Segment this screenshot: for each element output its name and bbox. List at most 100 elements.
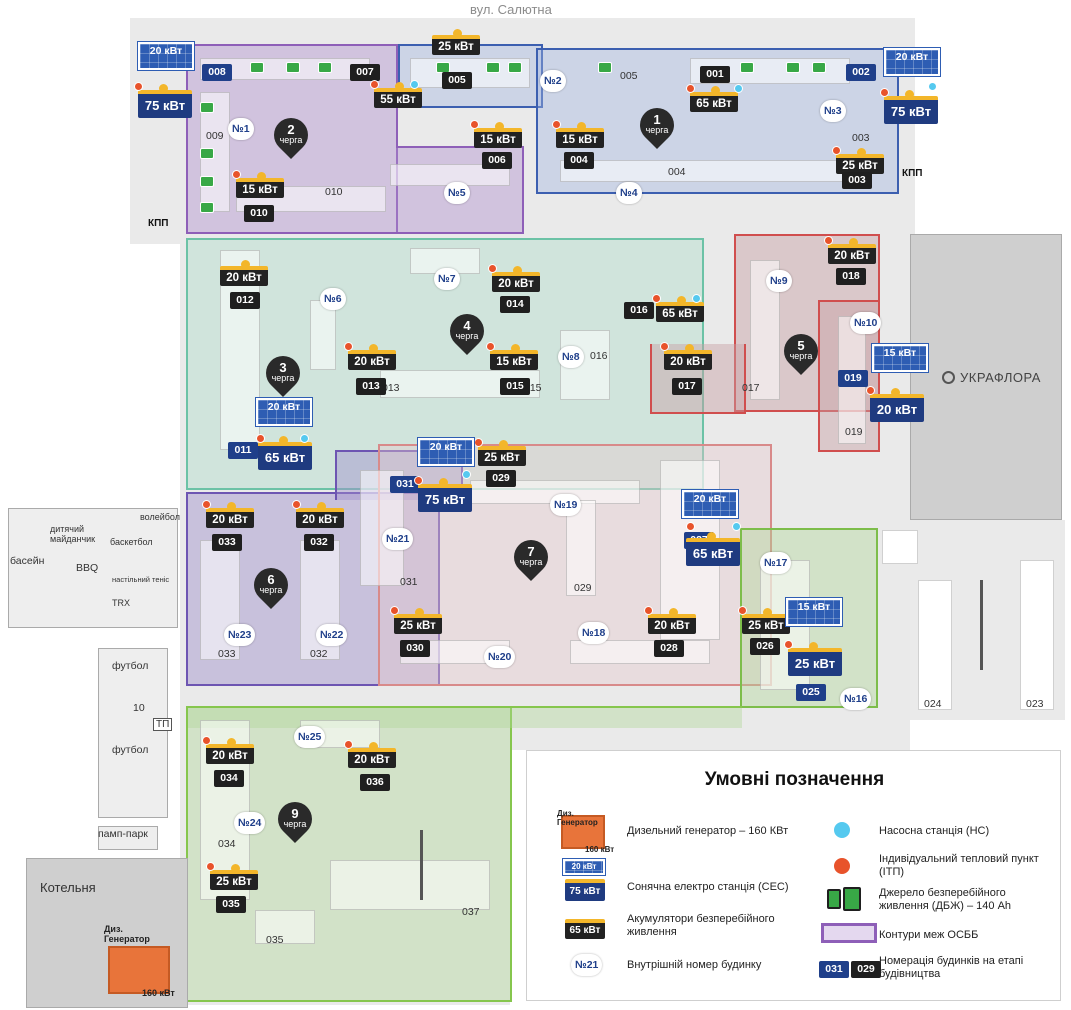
building-label: 003 (852, 132, 870, 144)
building-number-032: 032 (304, 534, 334, 551)
boiler-house-label: Котельня (40, 880, 96, 895)
ups-icon (200, 102, 214, 113)
itp-marker (256, 434, 265, 443)
building-number-018: 018 (836, 268, 866, 285)
diesel-generator-icon (561, 815, 605, 849)
building-number-014: 014 (500, 296, 530, 313)
house-label-9: №9 (766, 270, 792, 292)
itp-marker (370, 80, 379, 89)
solar-battery-icon: 75 кВт (565, 879, 605, 901)
house-label-21: №21 (382, 528, 414, 550)
building-number-031: 031 (390, 476, 420, 493)
bbq-label: BBQ (76, 562, 99, 574)
ups-icon (598, 62, 612, 73)
itp-marker (866, 386, 875, 395)
legend: Умовні позначення Диз. Генератор 160 кВт… (526, 750, 1061, 1001)
building-number-017: 017 (672, 378, 702, 395)
battery-018: 20 кВт (828, 238, 876, 264)
house-label-1: №1 (228, 118, 254, 140)
itp-marker (824, 236, 833, 245)
solar-station-025: 15 кВт (786, 598, 842, 626)
pump-station-marker (734, 84, 743, 93)
exit-runner-icon (843, 887, 861, 911)
legend-numbering-text: Номерація будинків на етапі будівництва (879, 955, 1024, 980)
house-label-2: №2 (540, 70, 566, 92)
diesel-generator-icon (108, 946, 170, 994)
battery-033: 20 кВт (206, 502, 254, 528)
building-number-001: 001 (700, 66, 730, 83)
battery-015: 15 кВт (490, 344, 538, 370)
battery-014: 20 кВт (492, 266, 540, 292)
sports-fields (98, 648, 168, 818)
battery-028: 20 кВт (648, 608, 696, 634)
building-label: 019 (845, 426, 863, 438)
building-footprint (882, 530, 918, 564)
house-label-3: №3 (820, 100, 846, 122)
itp-marker (652, 294, 661, 303)
legend-diesel-text: Дизельний генератор – 160 КВт (627, 825, 789, 837)
building-label: 005 (620, 70, 638, 82)
itp-marker (644, 606, 653, 615)
solar-station-019: 15 кВт (872, 344, 928, 372)
trx-label: TRX (112, 598, 130, 608)
battery-008: 75 кВт (138, 84, 192, 118)
itp-marker (880, 88, 889, 97)
football-label: футбол (112, 660, 149, 672)
osbb-contour-icon (821, 923, 877, 943)
football-label: футбол (112, 744, 149, 756)
itp-marker (474, 438, 483, 447)
pump-station-marker (732, 522, 741, 531)
building-number-012: 012 (230, 292, 260, 309)
itp-marker (202, 500, 211, 509)
ups-icon (286, 62, 300, 73)
house-label-10: №10 (850, 312, 882, 334)
house-label-17: №17 (760, 552, 792, 574)
battery-003: 25 кВт (836, 148, 884, 174)
crane-icon (980, 580, 983, 670)
building-number-006: 006 (482, 152, 512, 169)
solar-station-011: 20 кВт (256, 398, 312, 426)
itp-icon (833, 857, 851, 875)
ups-icon (200, 148, 214, 159)
pool-label: басейн (10, 555, 45, 567)
house-label-8: №8 (558, 346, 584, 368)
building-number-002: 002 (846, 64, 876, 81)
itp-marker (488, 264, 497, 273)
building-number-icon-blue: 031 (819, 961, 849, 978)
building-number-011: 011 (228, 442, 258, 459)
itp-marker (470, 120, 479, 129)
building-number-010: 010 (244, 205, 274, 222)
pump-station-marker (928, 82, 937, 91)
pump-station-marker (462, 470, 471, 479)
house-number-icon: №21 (571, 954, 603, 976)
building-footprint (560, 160, 870, 182)
recreation-area (8, 508, 178, 628)
building-024 (918, 580, 952, 710)
pump-station-marker (300, 434, 309, 443)
legend-generator-title: Диз. Генератор (557, 809, 598, 827)
itp-marker (390, 606, 399, 615)
building-footprint (330, 860, 490, 910)
itp-marker (686, 84, 695, 93)
solar-station-008: 20 кВт (138, 42, 194, 70)
building-number-035: 035 (216, 896, 246, 913)
itp-marker (660, 342, 669, 351)
building-label: 031 (400, 576, 418, 588)
battery-012: 20 кВт (220, 260, 268, 286)
pump-station-marker (410, 80, 419, 89)
itp-marker (552, 120, 561, 129)
pump-station-marker (692, 294, 701, 303)
building-label: 032 (310, 648, 328, 660)
battery-001: 65 кВт (690, 86, 738, 112)
itp-marker (206, 862, 215, 871)
legend-ups-text: Джерело безперебійного живлення (ДБЖ) – … (879, 887, 1012, 912)
battery-036: 20 кВт (348, 742, 396, 768)
table-tennis-label: настільний теніс (112, 575, 170, 584)
building-number-016: 016 (624, 302, 654, 319)
house-label-22: №22 (316, 624, 348, 646)
building-number-015: 015 (500, 378, 530, 395)
solar-station-027: 20 кВт (682, 490, 738, 518)
